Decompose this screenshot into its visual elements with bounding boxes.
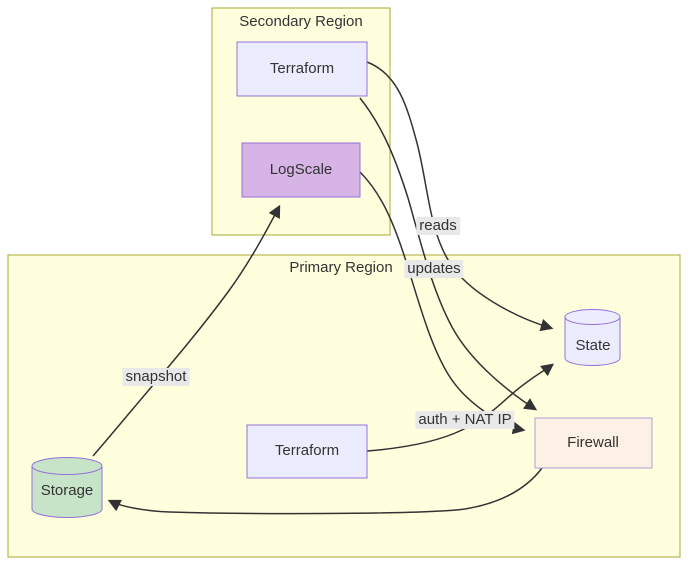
- node-label-storage: Storage: [40, 482, 94, 499]
- edge-label-auth-nat-ip: auth + NAT IP: [415, 411, 515, 429]
- node-label-state: State: [575, 337, 611, 354]
- edge-label-snapshot: snapshot: [122, 368, 190, 386]
- node-terraform-secondary: [236, 41, 368, 97]
- edge-logscale-firewall: [359, 171, 526, 435]
- node-logscale: [241, 142, 361, 198]
- cluster-primary-region: [7, 254, 681, 558]
- node-label-logscale: LogScale: [269, 161, 333, 178]
- node-firewall: [534, 417, 653, 469]
- node-terraform-primary: [246, 424, 368, 479]
- node-state-cylinder: [564, 309, 621, 366]
- edge-secondary-terraform-reads-state: [366, 61, 554, 332]
- cluster-title-secondary-region: Secondary Region: [239, 13, 363, 30]
- edge-storage-snapshot-logscale: [92, 204, 281, 457]
- edge-label-updates: updates: [404, 260, 464, 278]
- node-label-terraform-secondary: Terraform: [269, 60, 335, 77]
- cluster-title-primary-region: Primary Region: [289, 259, 393, 276]
- edge-firewall-storage: [107, 467, 543, 515]
- node-storage-cylinder: [31, 457, 103, 518]
- node-label-firewall: Firewall: [567, 434, 619, 451]
- edge-label-reads: reads: [416, 217, 460, 235]
- node-label-terraform-primary: Terraform: [274, 442, 340, 459]
